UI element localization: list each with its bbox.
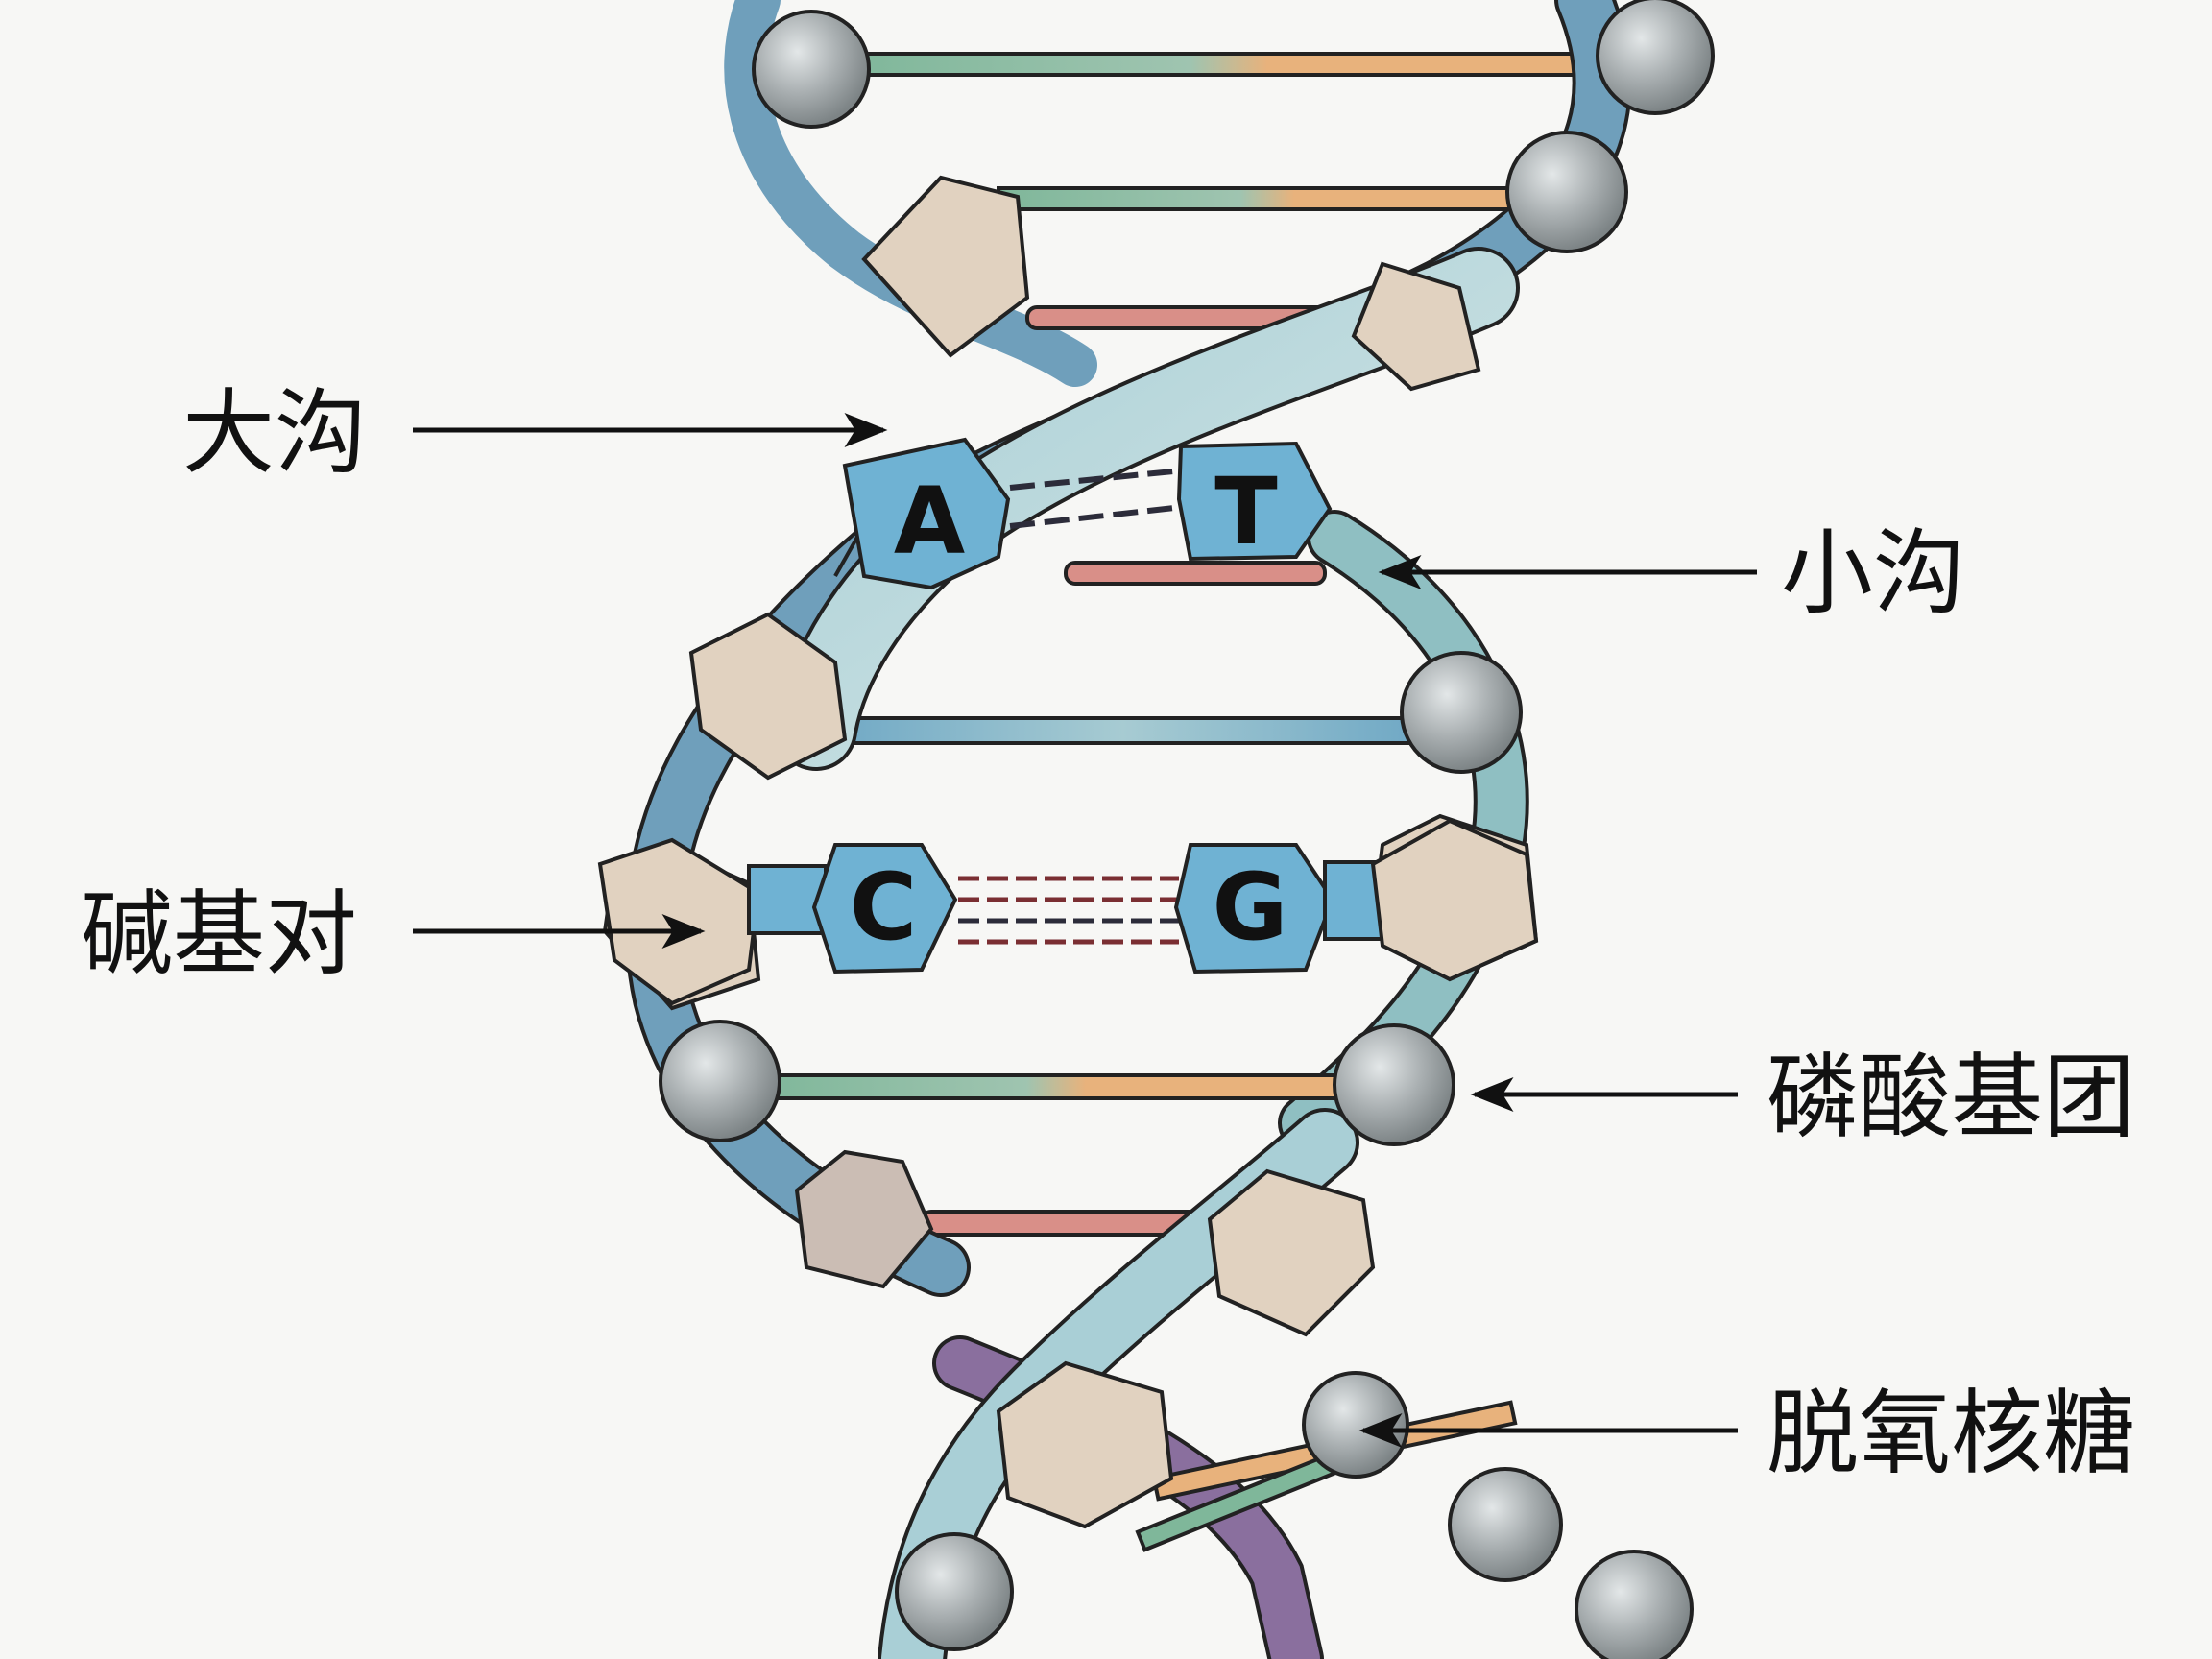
callout-phosphate-group: 磷酸基团	[1470, 1044, 2135, 1151]
base-hexagon-icon	[1176, 441, 1333, 562]
phosphate-sphere-icon	[895, 1532, 1014, 1651]
phosphate-sphere-icon	[752, 10, 871, 129]
sugar-pentagon-icon	[1207, 1168, 1376, 1337]
base-hexagon-icon	[842, 437, 1011, 590]
base-letter-t: T	[1214, 458, 1277, 565]
label-major-groove: 大沟	[182, 379, 367, 487]
phosphate-sphere-icon	[659, 1020, 781, 1142]
base-hexagon-icon	[1370, 818, 1539, 982]
sugar-pentagon-icon	[996, 1360, 1174, 1529]
callout-major-groove: 大沟	[182, 379, 888, 487]
phosphate-sphere-icon	[1596, 0, 1715, 115]
sugar-pentagon-icon	[794, 1149, 934, 1289]
callout-deoxyribose: 脱氧核糖	[1358, 1380, 2135, 1487]
label-base-pair: 碱基对	[81, 880, 357, 988]
base-letter-c: C	[850, 854, 917, 961]
sugar-pentagon-icon	[1351, 261, 1481, 392]
callout-base-pair: 碱基对	[81, 880, 706, 988]
phosphate-sphere-icon	[1448, 1467, 1563, 1582]
phosphate-sphere-icon	[1302, 1371, 1409, 1479]
phosphate-sphere-icon	[1505, 131, 1628, 253]
phosphate-sphere-icon	[1400, 651, 1523, 774]
sugar-pentagon-icon	[688, 612, 848, 781]
sugar-pentagon-icon	[861, 175, 1030, 358]
label-deoxyribose: 脱氧核糖	[1767, 1380, 2135, 1487]
base-hexagon-icon	[1173, 843, 1335, 974]
phosphate-sphere-icon	[1575, 1550, 1694, 1659]
callout-minor-groove: 小沟	[1378, 519, 1965, 627]
label-minor-groove: 小沟	[1781, 519, 1965, 627]
base-letter-g: G	[1213, 854, 1288, 961]
base-pair-a-t: A T	[833, 437, 1333, 590]
phosphate-sphere-icon	[1333, 1023, 1455, 1146]
base-hexagon-icon	[811, 843, 958, 974]
base-letter-a: A	[894, 468, 965, 575]
phosphate-groups	[659, 0, 1715, 1659]
label-phosphate-group: 磷酸基团	[1767, 1044, 2135, 1151]
